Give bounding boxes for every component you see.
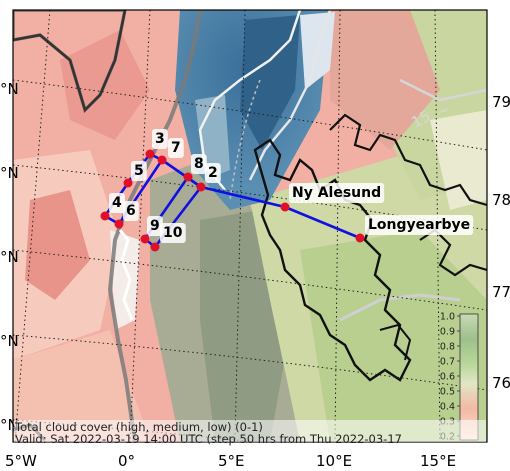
lon-label: 5°W bbox=[5, 452, 37, 470]
waypoint-label-box bbox=[147, 216, 163, 236]
waypoint-marker[interactable] bbox=[123, 178, 133, 188]
colorbar-tick-label: 0.5 bbox=[440, 387, 455, 398]
waypoint-label: 4 bbox=[112, 195, 122, 211]
place-label: Longyearbye bbox=[368, 217, 470, 233]
dotted-contour bbox=[229, 79, 261, 201]
low-cloud-region bbox=[13, 330, 150, 442]
waypoint-label-box bbox=[109, 193, 125, 213]
bright-patch bbox=[110, 230, 140, 330]
coastline-greenland bbox=[13, 10, 127, 113]
waypoint-label-box bbox=[131, 161, 147, 181]
waypoint-marker[interactable] bbox=[100, 211, 110, 221]
colorbar-tick-label: 0.8 bbox=[440, 342, 455, 353]
caption-valid-time: Valid: Sat 2022-03-19 14:00 UTC (step 50… bbox=[15, 432, 402, 446]
waypoint-label: 3 bbox=[155, 131, 165, 147]
waypoint-label: 2 bbox=[208, 165, 218, 181]
lat-label-left: °N bbox=[0, 80, 19, 98]
lon-label: 15°E bbox=[420, 452, 456, 470]
lon-label: 0° bbox=[118, 452, 135, 470]
place-label: Ny Alesund bbox=[292, 185, 381, 201]
coastline-svalbard bbox=[253, 138, 412, 382]
waypoint-label: 10 bbox=[163, 225, 183, 241]
caption-background bbox=[14, 420, 486, 442]
waypoint-label-box bbox=[168, 138, 184, 158]
caption-title: Total cloud cover (high, medium, low) (0… bbox=[14, 420, 263, 434]
waypoint-marker[interactable] bbox=[114, 219, 124, 229]
waypoint-marker[interactable] bbox=[196, 182, 206, 192]
lat-label-left: °N bbox=[0, 248, 19, 266]
coastline-svalbard-north bbox=[329, 113, 487, 207]
place-label-box bbox=[289, 183, 385, 203]
colorbar-tick-label: 0.4 bbox=[440, 402, 455, 413]
waypoint-label-box bbox=[191, 154, 207, 174]
pressure-contour bbox=[339, 293, 461, 322]
cloud-patch bbox=[430, 110, 487, 210]
waypoint-marker[interactable] bbox=[140, 234, 150, 244]
cloud-patch bbox=[25, 190, 90, 300]
coastline-svalbard bbox=[379, 323, 412, 361]
place-marker[interactable] bbox=[355, 233, 365, 243]
cloud-region-east bbox=[300, 230, 487, 442]
graticule bbox=[13, 10, 487, 442]
waypoint-label-box bbox=[152, 129, 168, 149]
place-label-box bbox=[365, 215, 474, 235]
colorbar-tick-label: 0.6 bbox=[440, 372, 455, 383]
colorbar-tick-label: 0.7 bbox=[440, 357, 455, 368]
waypoint-label-box bbox=[160, 223, 186, 243]
waypoint-marker[interactable] bbox=[150, 242, 160, 252]
ice-edge-white bbox=[118, 229, 134, 321]
colorbar-tick-label: 0.9 bbox=[440, 327, 455, 338]
waypoint-marker[interactable] bbox=[157, 155, 167, 165]
lat-label-left: °N bbox=[0, 164, 19, 182]
colorbar-tick-label: 1.0 bbox=[440, 312, 455, 323]
ice-edge bbox=[107, 10, 202, 442]
clear-sky-region bbox=[240, 15, 300, 150]
cloud-patch bbox=[330, 10, 440, 150]
lat-label-right: 76 bbox=[492, 374, 510, 392]
pressure-contour bbox=[399, 78, 487, 102]
pressure-contour bbox=[248, 10, 332, 181]
lat-label-right: 78 bbox=[492, 191, 510, 209]
waypoint-label: 7 bbox=[171, 140, 181, 156]
waypoint-label: 6 bbox=[126, 203, 136, 219]
waypoint-marker[interactable] bbox=[183, 172, 193, 182]
lat-label-right: 77 bbox=[492, 283, 510, 301]
waypoint-marker[interactable] bbox=[145, 149, 155, 159]
caption: Total cloud cover (high, medium, low) (0… bbox=[14, 420, 486, 446]
waypoint-label-box bbox=[205, 163, 221, 183]
lon-label: 10°E bbox=[316, 452, 352, 470]
lat-label-left: °N bbox=[0, 332, 19, 350]
waypoint-label: 5 bbox=[134, 163, 144, 179]
waypoint-label: 8 bbox=[194, 156, 204, 172]
lat-label-right: 79 bbox=[492, 93, 510, 111]
lon-label: 5°E bbox=[218, 452, 245, 470]
place-marker[interactable] bbox=[280, 202, 290, 212]
waypoint-label-box bbox=[123, 201, 139, 221]
waypoint-label: 9 bbox=[150, 218, 160, 234]
